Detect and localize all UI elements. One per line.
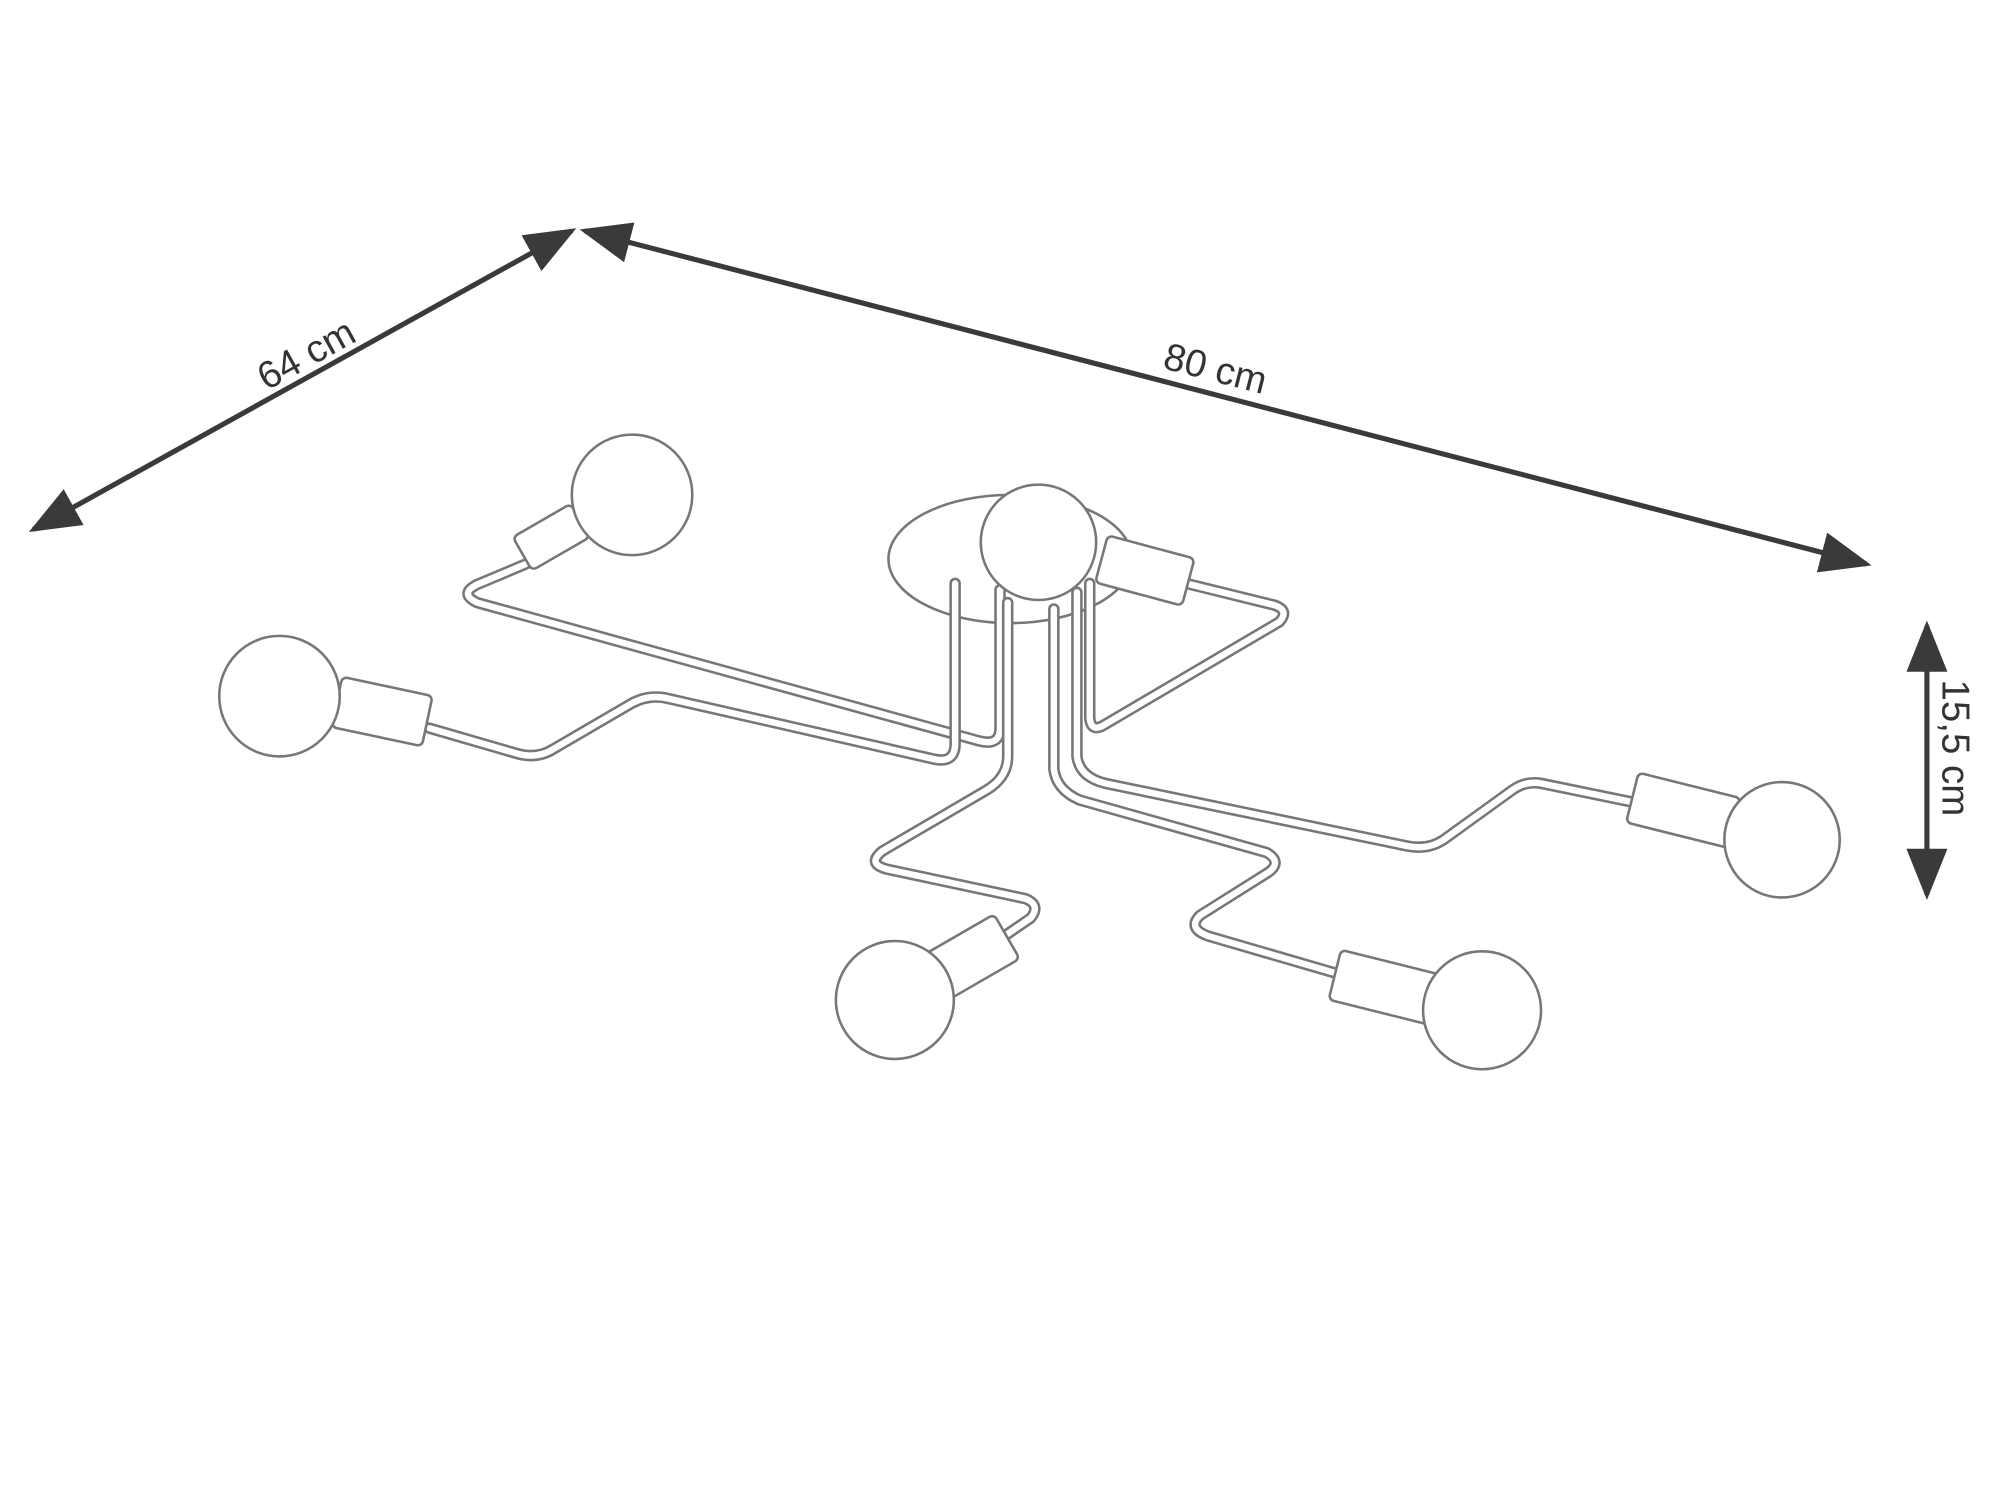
socket-left [331, 676, 433, 747]
bulb-upper-left [570, 433, 694, 557]
width-dimension-arrow [579, 222, 1872, 573]
socket-back-right [1095, 535, 1195, 606]
lamp-arms [423, 558, 1641, 981]
bulb-right [1723, 780, 1842, 899]
depth-label: 64 cm [250, 311, 362, 399]
bulb-front-left [834, 939, 956, 1061]
bulb-left [217, 634, 342, 758]
bulb-center [979, 483, 1098, 602]
depth-dimension-arrow [28, 228, 577, 532]
height-label: 15,5 cm [1933, 679, 1976, 816]
bulb-front-right [1421, 950, 1543, 1071]
